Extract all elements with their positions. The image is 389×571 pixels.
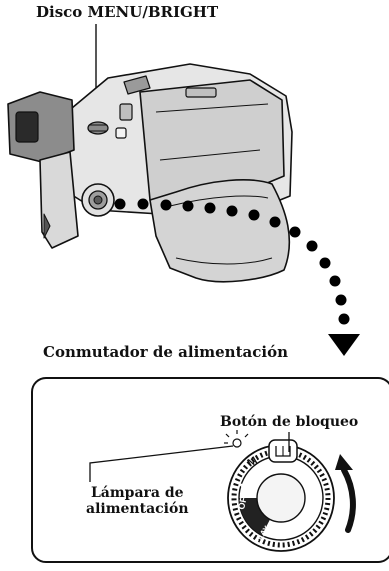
menu-bright-dial: [87, 121, 109, 135]
label-lock-button: Botón de bloqueo: [220, 414, 359, 430]
eyepiece: [15, 111, 39, 143]
label-power-lamp-line1: Lámpara de: [90, 485, 184, 501]
label-power-switch: Conmutador de alimentación: [43, 343, 288, 361]
dial-mark-auto: A: [238, 480, 252, 492]
power-switch-dial: [227, 439, 335, 552]
label-menu-bright-dial: Disco MENU/BRIGHT: [36, 3, 219, 21]
dial-mark-off: OFF: [236, 490, 250, 510]
power-lamp: [224, 430, 249, 448]
rotation-arrow: [341, 467, 356, 533]
lamp-leader-line: [89, 445, 234, 482]
label-power-lamp-line2: alimentación: [86, 501, 189, 518]
dotted-path-arrowhead: [328, 334, 360, 356]
detail-frame: [31, 377, 389, 563]
dotted-path: [114, 198, 360, 356]
hand-strap: [149, 179, 291, 283]
rotation-arrowhead: [335, 454, 353, 470]
camcorder: [7, 63, 293, 283]
label-power-lamp: Lámpara de alimentación: [86, 485, 189, 517]
